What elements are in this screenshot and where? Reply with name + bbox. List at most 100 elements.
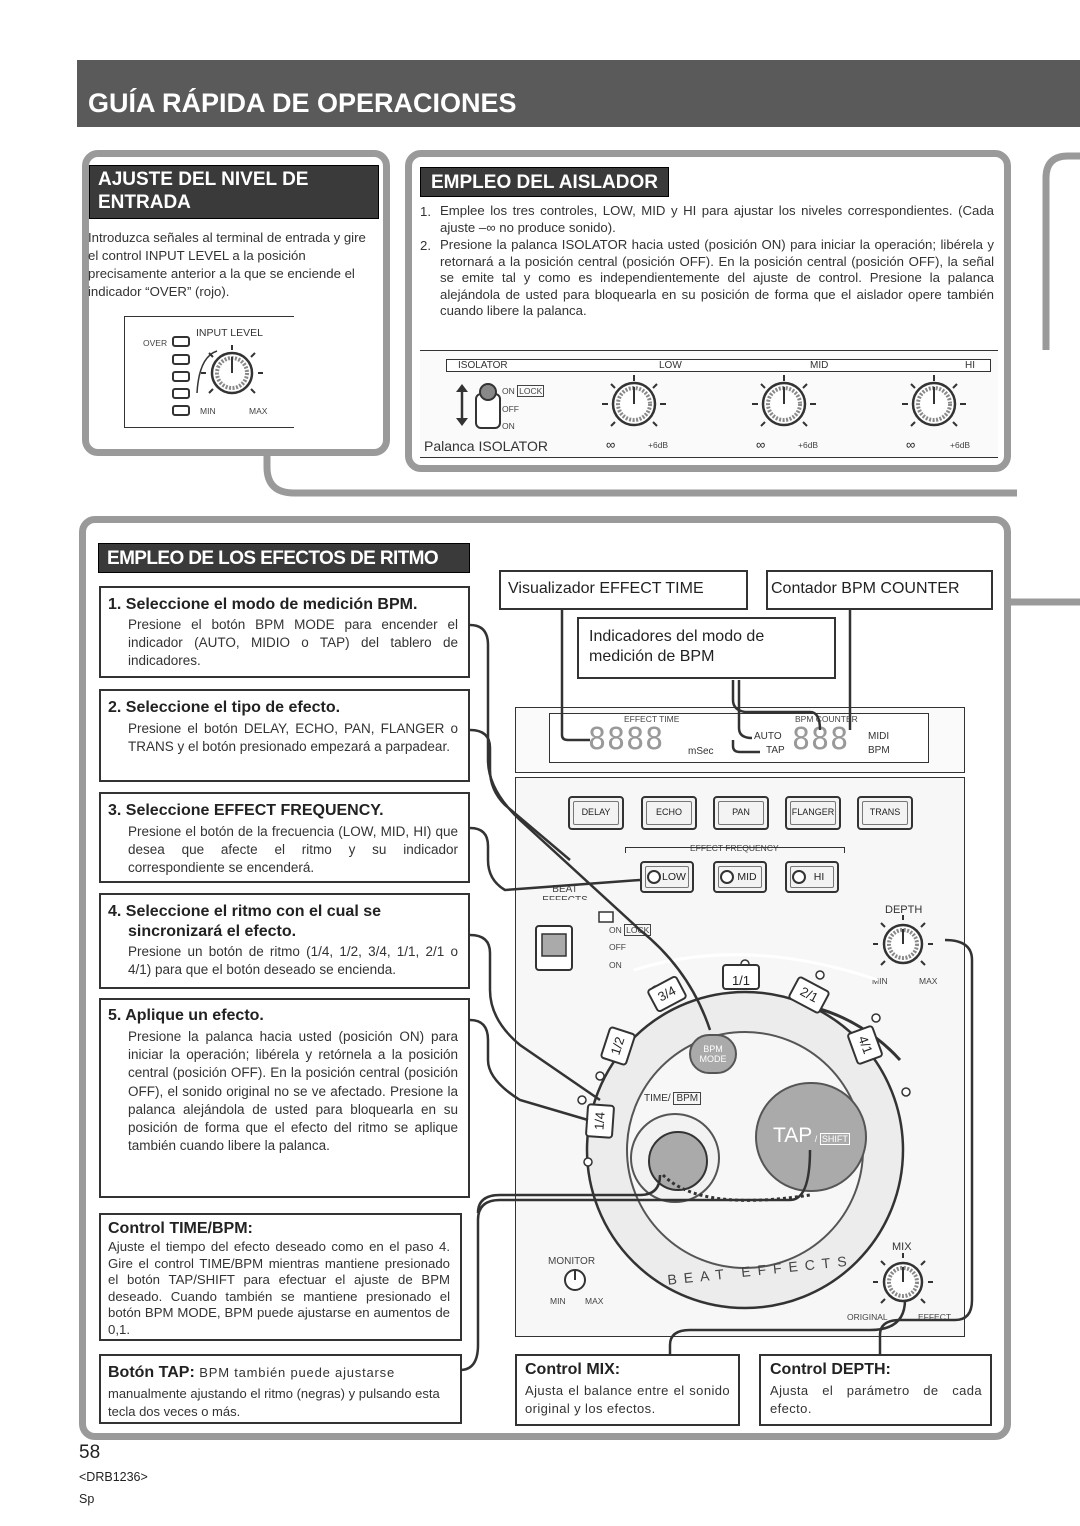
beat-4-1-label: 4/1 xyxy=(855,1033,876,1056)
beat-button-1-1[interactable]: 1/1 xyxy=(722,964,760,990)
shift-label: SHIFT xyxy=(819,1133,850,1145)
flanger-button[interactable]: FLANGER xyxy=(785,796,841,830)
bpm-mode-callout xyxy=(577,617,836,679)
time-bpm-label: TIME/ BPM xyxy=(644,1092,702,1105)
time-bpm-title: Control TIME/BPM: xyxy=(108,1220,253,1237)
hi-bar-label: HI xyxy=(965,360,975,371)
beat-lever-lock-label: LOCK xyxy=(624,924,652,936)
isolator-bar xyxy=(446,359,991,372)
tap-big-label: TAP xyxy=(773,1124,813,1147)
mid-bar-label: MID xyxy=(810,360,829,371)
tap-box xyxy=(99,1354,462,1424)
time-bpm-control[interactable] xyxy=(620,1106,730,1206)
delay-button[interactable]: DELAY xyxy=(568,796,624,830)
bpm-counter-display-label: BPM COUNTER xyxy=(795,714,858,724)
level-led-4 xyxy=(172,405,190,416)
level-led-3 xyxy=(172,388,190,399)
hi-knob[interactable] xyxy=(899,374,969,438)
depth-callout-text: Ajusta el parámetro de cada efecto. xyxy=(770,1383,982,1416)
step2-box xyxy=(99,689,470,782)
freq-hi-button[interactable]: HI xyxy=(785,861,839,893)
isolator-on-label: ON xyxy=(502,386,515,396)
isolator-item2: Presione la palanca ISOLATOR hacia usted… xyxy=(440,237,994,318)
time-bpm-box xyxy=(99,1213,462,1341)
document-code: <DRB1236> xyxy=(79,1470,148,1484)
echo-button[interactable]: ECHO xyxy=(641,796,697,830)
mid-knob[interactable] xyxy=(749,374,819,438)
step4-title-line2: sincronizará el efecto. xyxy=(128,923,297,940)
bpm-label: BPM xyxy=(868,745,890,756)
beat-1-4-label: 1/4 xyxy=(591,1111,608,1131)
step2-text: Presione el botón DELAY, ECHO, PAN, FLAN… xyxy=(128,721,458,755)
effect-frequency-label: EFFECT FREQUENCY xyxy=(690,843,779,853)
beat-3-4-label: 3/4 xyxy=(655,982,679,1005)
bpm-mode-button[interactable]: BPM MODE xyxy=(689,1034,737,1074)
mix-original-label: ORIGINAL xyxy=(847,1312,888,1322)
mix-knob[interactable] xyxy=(870,1252,936,1314)
beat-effects-device-label: BEAT EFFECTS xyxy=(542,884,588,900)
effect-frequency-bracket xyxy=(625,847,845,853)
low-plus6-label: +6dB xyxy=(648,440,669,450)
tap-label: TAP xyxy=(766,745,785,756)
effect-time-callout-text: Visualizador EFFECT TIME xyxy=(508,580,704,597)
bpm-counter-digits: 888 xyxy=(792,722,850,757)
time-label: TIME/ xyxy=(644,1093,671,1104)
input-level-text: Introduzca señales al terminal de entrad… xyxy=(88,230,366,299)
step4-text: Presione un botón de ritmo (1/4, 1/2, 3/… xyxy=(128,944,458,978)
level-led-2 xyxy=(172,371,190,382)
midi-label: MIDI xyxy=(868,731,890,742)
monitor-min-label: MIN xyxy=(550,1296,566,1306)
mix-callout-text: Ajusta el balance entre el sonido origin… xyxy=(525,1383,730,1416)
tap-shift-label: TAP / SHIFT xyxy=(773,1124,850,1147)
mix-effect-label: EFFECT xyxy=(918,1312,952,1322)
pan-button[interactable]: PAN xyxy=(713,796,769,830)
bpm-counter-callout xyxy=(766,570,993,610)
depth-callout xyxy=(759,1354,992,1426)
tap-text2: manualmente ajustando el ritmo (negras) … xyxy=(108,1386,440,1419)
step3-title: 3. Seleccione EFFECT FREQUENCY. xyxy=(108,802,384,819)
isolator-lock-label: LOCK xyxy=(517,385,545,397)
isolator-off-label: OFF xyxy=(502,404,519,414)
beat-button-1-4[interactable]: 1/4 xyxy=(584,1103,616,1139)
isolator-on-lock: ON LOCK xyxy=(502,385,545,397)
step1-box xyxy=(99,586,470,678)
bpm-mode-label: BPM MODE xyxy=(699,1044,727,1064)
freq-mid-button[interactable]: MID xyxy=(713,861,767,893)
monitor-knob[interactable] xyxy=(558,1265,592,1295)
low-knob[interactable] xyxy=(599,374,669,438)
effect-time-callout xyxy=(499,570,748,610)
step5-text: Presione la palanca hacia usted (posició… xyxy=(128,1029,458,1154)
tap-title-row: Botón TAP: BPM también puede ajustarse xyxy=(108,1364,395,1382)
auto-label: AUTO xyxy=(754,731,782,742)
step5-title: 5. Aplique un efecto. xyxy=(108,1007,264,1024)
isolator-lever[interactable] xyxy=(450,380,510,434)
step4-title-line1: 4. Seleccione el ritmo con el cual se xyxy=(108,903,382,920)
monitor-max-label: MAX xyxy=(585,1296,604,1306)
page-number: 58 xyxy=(79,1442,101,1463)
trans-button[interactable]: TRANS xyxy=(857,796,913,830)
beat-lever-on-lock: ON LOCK xyxy=(609,924,652,936)
isolator-bar-label: ISOLATOR xyxy=(458,360,508,371)
effect-time-digits: 8888 xyxy=(588,722,665,757)
depth-label: DEPTH xyxy=(885,904,923,916)
isolator-heading: EMPLEO DEL AISLADOR xyxy=(420,167,669,197)
step3-text: Presione el botón de la frecuencia (LOW,… xyxy=(128,824,458,876)
time-bpm-boxed: BPM xyxy=(673,1092,702,1105)
input-level-knob[interactable] xyxy=(195,343,265,403)
language-code: Sp xyxy=(79,1492,95,1506)
level-led-1 xyxy=(172,354,190,365)
beat-1-2-label: 1/2 xyxy=(607,1034,628,1057)
beat-lever-on-label: ON xyxy=(609,925,622,935)
time-bpm-text: Ajuste el tiempo del efecto deseado como… xyxy=(108,1239,450,1337)
beat-effects-heading: EMPLEO DE LOS EFECTOS DE RITMO xyxy=(98,543,470,573)
input-level-heading-line1: AJUSTE DEL NIVEL DE xyxy=(98,169,309,190)
connector-curve xyxy=(263,455,1017,497)
right-edge-decoration xyxy=(1010,152,1080,606)
isolator-item1: Emplee los tres controles, LOW, MID y HI… xyxy=(440,203,994,235)
input-level-label: INPUT LEVEL xyxy=(196,327,263,339)
step2-title: 2. Seleccione el tipo de efecto. xyxy=(108,699,341,716)
beat-2-1-label: 2/1 xyxy=(797,983,821,1006)
input-max-label: MAX xyxy=(249,406,268,416)
tap-title: Botón TAP: xyxy=(108,1364,195,1381)
input-min-label: MIN xyxy=(200,406,216,416)
